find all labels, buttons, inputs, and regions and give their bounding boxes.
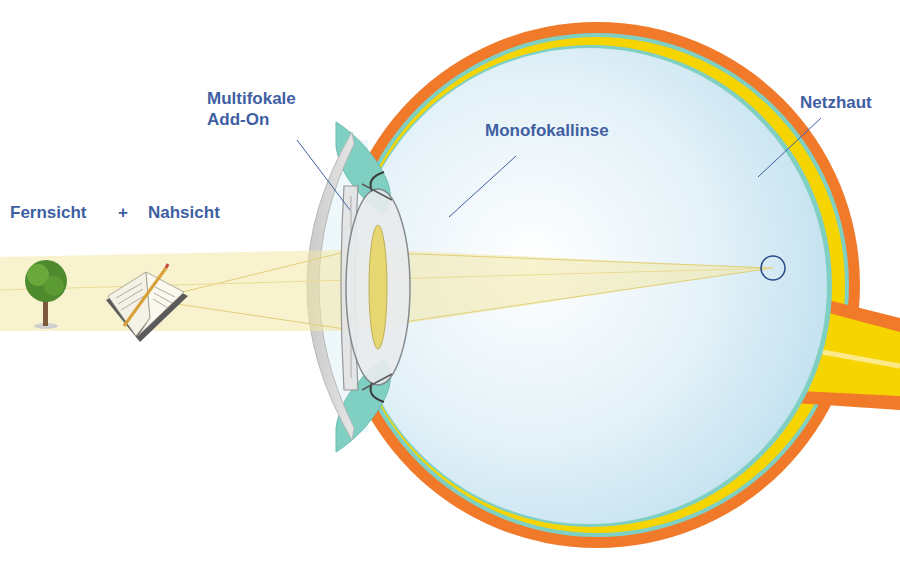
lens-body <box>346 189 410 385</box>
part-label: Multifokale Add-On <box>207 88 319 130</box>
view-label: Nahsicht <box>148 202 220 223</box>
tree-crown <box>44 276 64 296</box>
tree-crown <box>25 260 67 302</box>
part-label: Netzhaut <box>800 92 872 113</box>
monofocal-lens <box>346 172 410 402</box>
plus-sign: + <box>118 202 128 223</box>
near-ray <box>150 252 773 300</box>
leader-line <box>297 140 350 210</box>
lens-optic <box>369 225 387 349</box>
leader-line <box>449 156 516 217</box>
lens-haptic <box>371 383 385 402</box>
pencil <box>124 268 166 326</box>
tree-trunk <box>43 298 48 326</box>
lens-haptic <box>362 184 392 390</box>
leader-line <box>758 118 821 177</box>
fovea-circle <box>761 256 785 280</box>
tree-icon <box>25 260 67 329</box>
lens-haptic <box>371 172 385 191</box>
pencil-tip <box>166 264 168 268</box>
view-label: Fernsicht <box>10 202 87 223</box>
book-page <box>108 272 150 336</box>
part-label: Monofokallinse <box>485 120 609 141</box>
book-icon <box>106 264 188 342</box>
